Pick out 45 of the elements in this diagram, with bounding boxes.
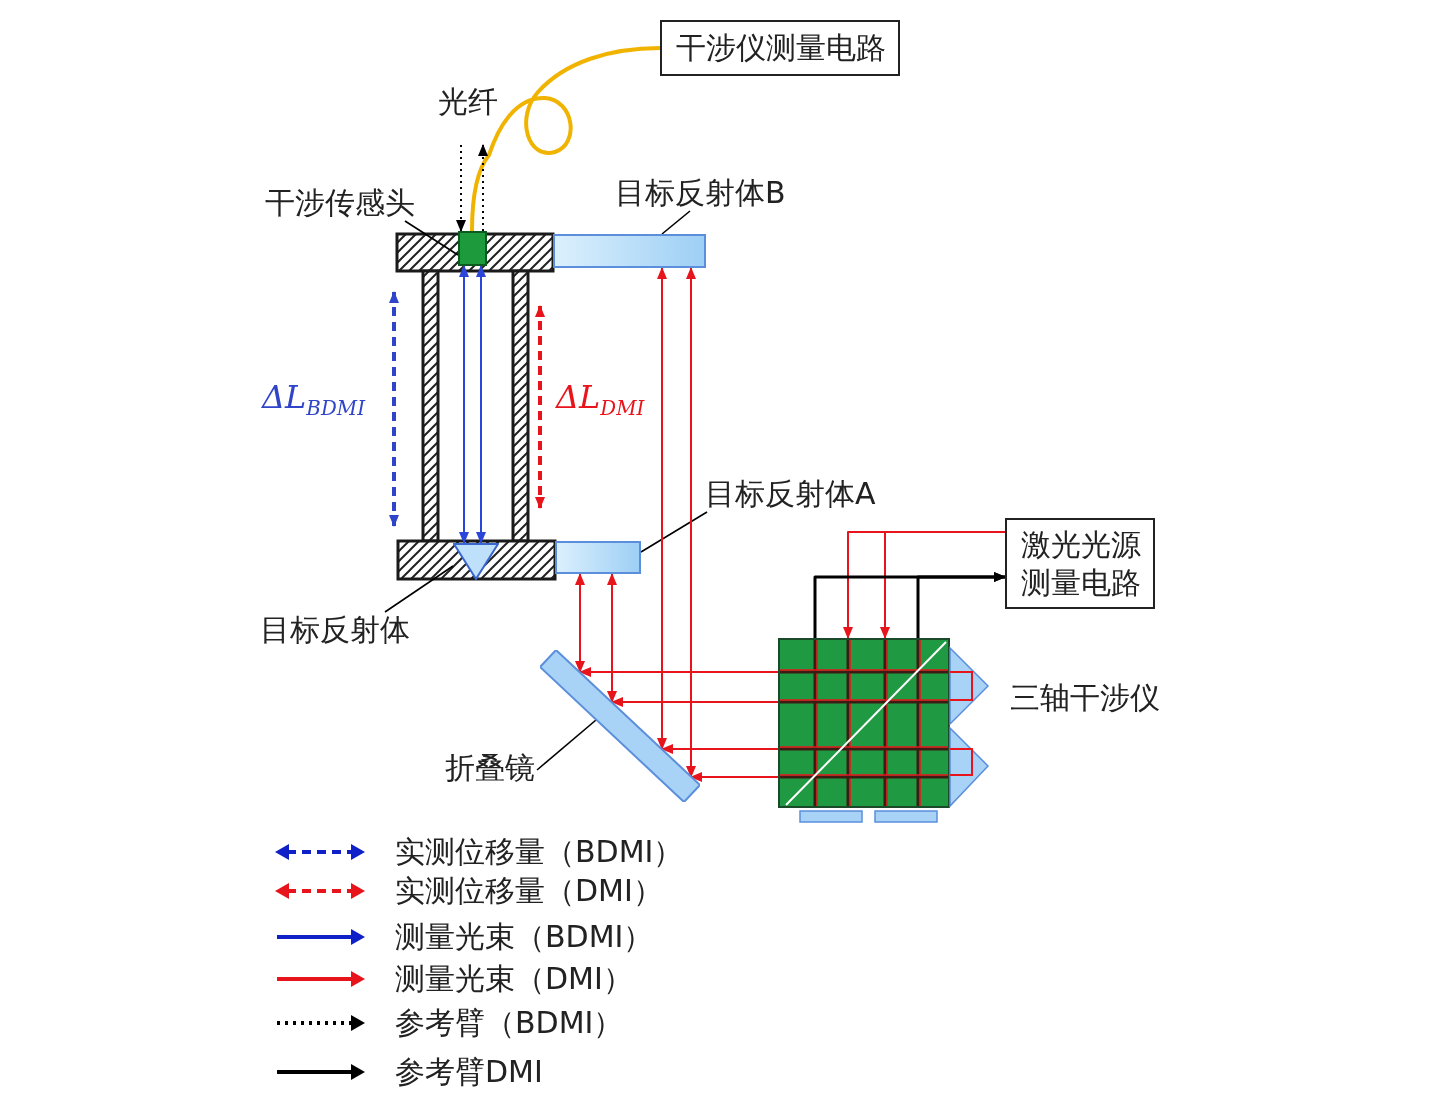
interferometer-block [778, 638, 990, 824]
reflector-bar [553, 234, 706, 268]
part-label: 目标反射体B [615, 175, 787, 211]
instrument-box [1005, 518, 1155, 609]
instrument-label: 测量电路 [1021, 563, 1141, 602]
beam-arrow [661, 744, 779, 754]
instrument-label: 激光光源 [1021, 525, 1141, 564]
cone-reflector [453, 543, 499, 580]
legend-label: 实测位移量（BDMI） [395, 834, 684, 870]
part-label: 目标反射体 [260, 612, 412, 648]
reflector-bar [555, 541, 641, 574]
dimension-label: ΔL$_{DMI}$ [556, 378, 645, 422]
part-label: 折叠镜 [445, 750, 537, 786]
leader-line [640, 511, 708, 553]
beam-arrow [880, 531, 1006, 639]
dotted-arrow [478, 144, 488, 232]
legend-label: 测量光束（BDMI） [395, 919, 654, 955]
beam-arrow [690, 772, 779, 782]
folding-mirror [540, 650, 700, 802]
instrument-label: 干涉仪测量电路 [676, 29, 886, 67]
sensor-head [458, 231, 487, 266]
leader-line [661, 210, 691, 235]
beam-arrow [657, 267, 667, 750]
beam-arrow [611, 697, 779, 707]
part-label: 三轴干涉仪 [1010, 680, 1160, 716]
optical-fiber [470, 46, 661, 232]
dimension-label: ΔL$_{BDMI}$ [262, 378, 365, 422]
beam-arrow [579, 667, 779, 677]
dotted-arrow [456, 144, 466, 232]
beam-arrow [459, 265, 469, 544]
beam-arrow [575, 573, 585, 673]
beam-arrow [686, 267, 696, 778]
leader-line [536, 719, 597, 771]
leader-line [384, 565, 454, 613]
instrument-box [660, 20, 900, 76]
part-label: 干涉传感头 [265, 185, 417, 221]
legend-label: 实测位移量（DMI） [395, 873, 663, 909]
legend-label: 测量光束（DMI） [395, 961, 633, 997]
beam-arrow [916, 572, 1006, 638]
legend-label: 参考臂（BDMI） [395, 1005, 624, 1041]
leader-line [404, 220, 459, 256]
legend-label: 参考臂DMI [395, 1054, 543, 1090]
beam-arrow [476, 265, 486, 544]
part-label: 目标反射体A [705, 476, 877, 512]
beam-arrow [607, 573, 617, 703]
